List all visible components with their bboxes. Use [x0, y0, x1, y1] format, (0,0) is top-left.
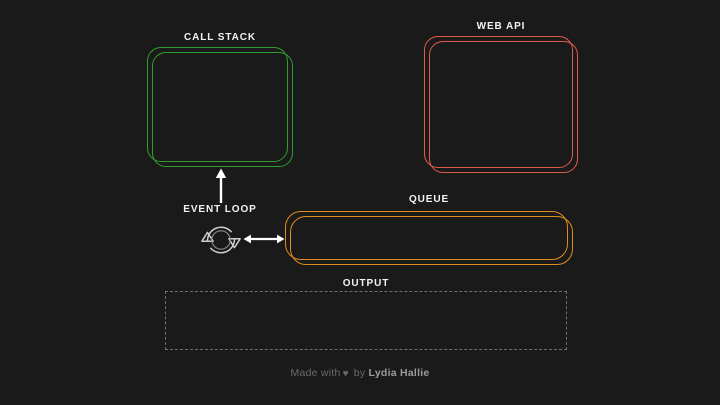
event-loop-label: EVENT LOOP	[183, 204, 257, 215]
web-api-outer-border	[429, 41, 578, 173]
footer-author-link[interactable]: Lydia Hallie	[368, 367, 430, 379]
queue-box[interactable]	[285, 211, 573, 265]
web-api-box[interactable]	[424, 36, 578, 173]
heart-icon: ♥	[342, 368, 349, 380]
footer-credit: Made with♥ by Lydia Hallie	[0, 367, 720, 380]
queue-inner-border	[285, 211, 568, 260]
web-api-label: WEB API	[476, 21, 526, 32]
call-stack-box[interactable]	[147, 47, 293, 167]
arrow-left-right-icon	[243, 234, 285, 244]
footer-by-text: by	[353, 367, 366, 379]
arrow-up-icon	[215, 168, 227, 203]
circular-arrows-icon	[201, 226, 241, 254]
queue-outer-border	[290, 216, 573, 265]
call-stack-label: CALL STACK	[184, 32, 256, 43]
call-stack-inner-border	[147, 47, 288, 162]
output-box[interactable]	[165, 291, 567, 350]
output-label: OUTPUT	[342, 278, 390, 289]
queue-label: QUEUE	[408, 194, 450, 205]
web-api-inner-border	[424, 36, 573, 168]
call-stack-outer-border	[152, 52, 293, 167]
footer-made-with-text: Made with	[290, 367, 341, 379]
